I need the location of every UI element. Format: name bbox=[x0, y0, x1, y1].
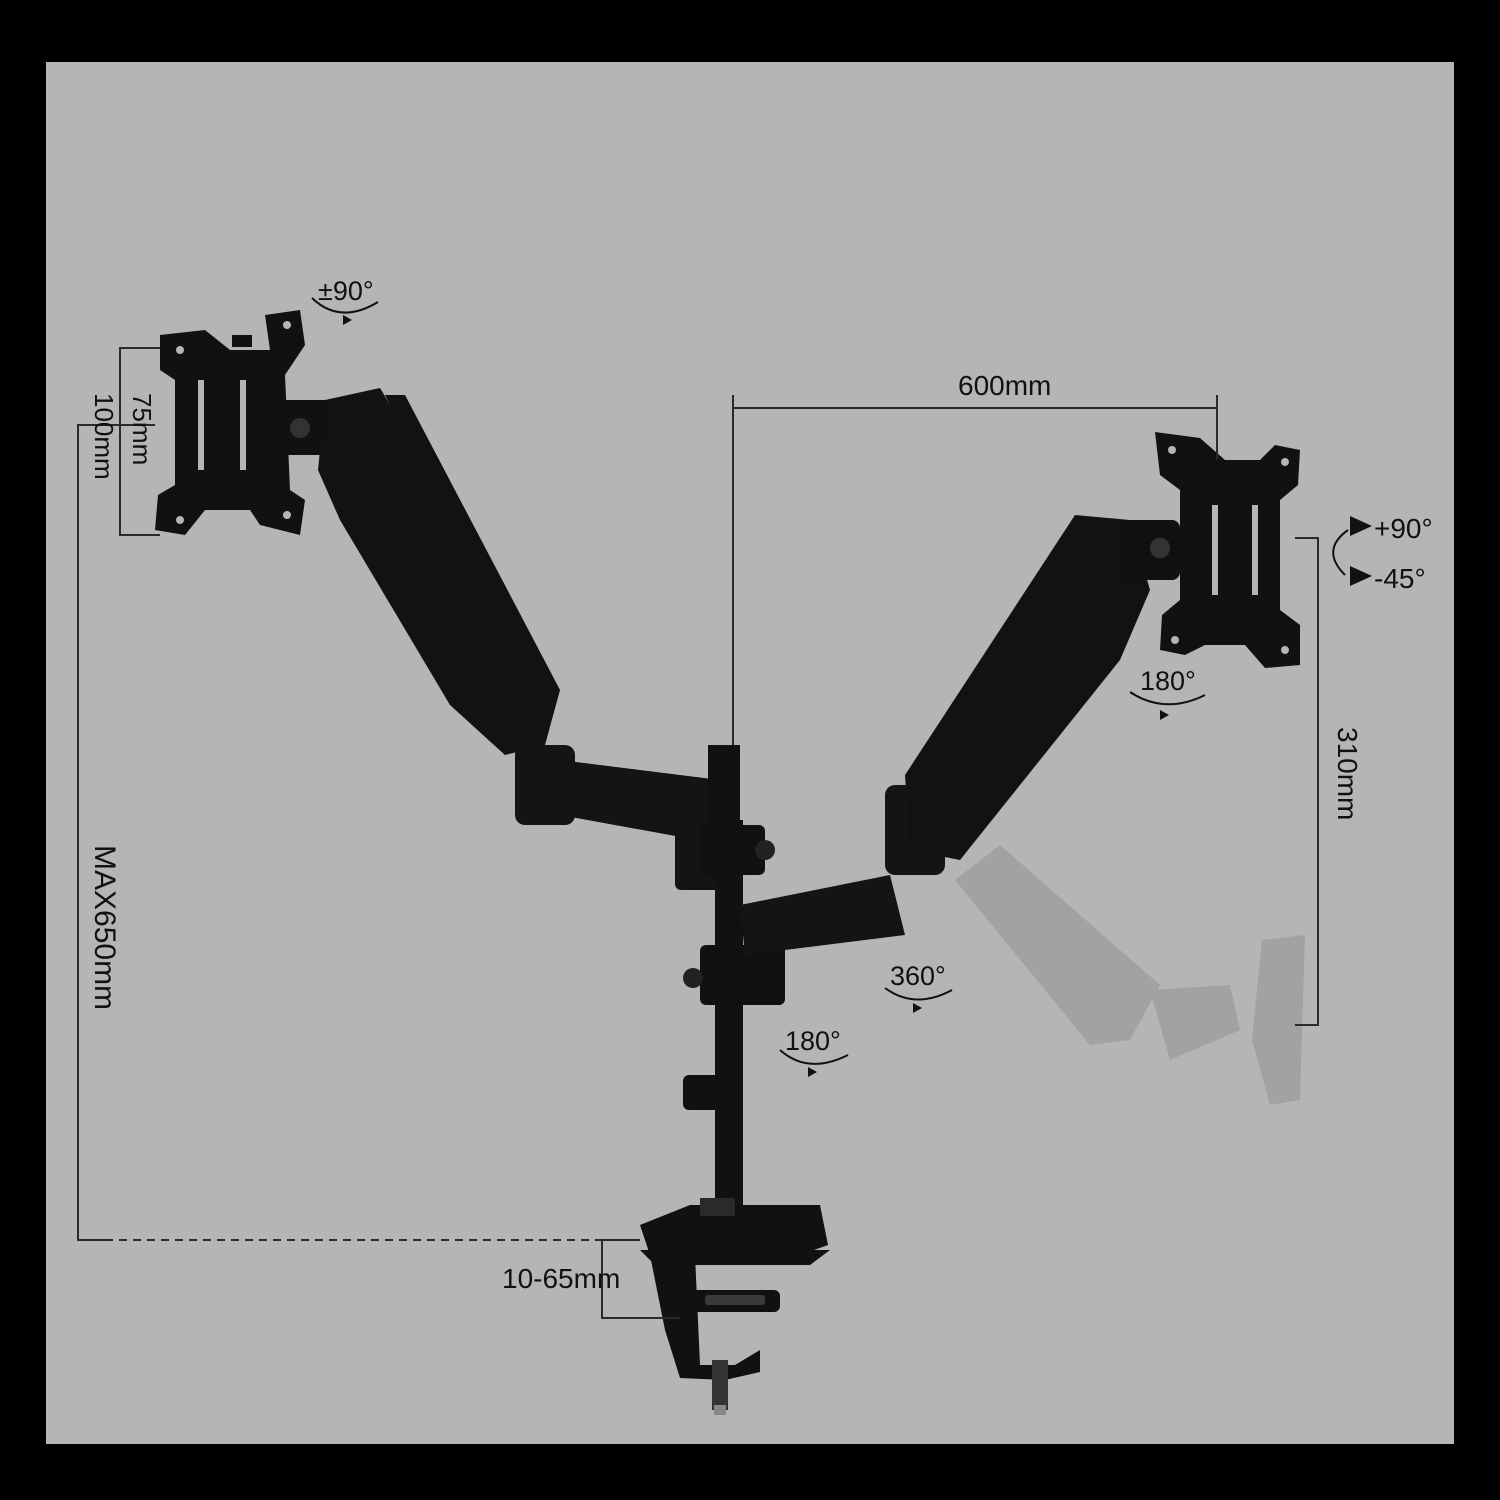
center-pole bbox=[683, 745, 785, 1210]
right-head-swivel-label: 180° bbox=[1140, 666, 1196, 696]
left-vesa-plate bbox=[155, 310, 305, 535]
max-height-label: MAX650mm bbox=[88, 845, 121, 1010]
desk-clamp bbox=[640, 1198, 830, 1415]
right-vesa-plate bbox=[1155, 432, 1300, 668]
left-upper-arm bbox=[318, 388, 560, 755]
vesa-large-label: 100mm bbox=[89, 393, 119, 480]
rotation-arrowheads bbox=[343, 315, 1169, 1077]
dimension-lines bbox=[77, 347, 1319, 1319]
arm-span-label: 600mm bbox=[958, 370, 1051, 401]
clamp-range-label: 10-65mm bbox=[502, 1263, 620, 1294]
right-tilt-up-label: +90° bbox=[1374, 513, 1433, 544]
ghost-arm bbox=[955, 845, 1305, 1105]
left-vesa-holes bbox=[176, 321, 291, 524]
vesa-small-label: 75mm bbox=[127, 393, 157, 465]
elbow-swivel-label: 360° bbox=[890, 961, 946, 991]
tilt-arrow-icon bbox=[1332, 516, 1372, 586]
right-tilt-down-label: -45° bbox=[1374, 563, 1426, 594]
left-head-rotation-label: ±90° bbox=[318, 276, 374, 306]
right-vesa-holes bbox=[1168, 446, 1289, 654]
right-tilt-joint bbox=[1120, 520, 1180, 580]
rotation-arrow-icon bbox=[311, 297, 1206, 1065]
base-swivel-label: 180° bbox=[785, 1026, 841, 1056]
height-range-label: 310mm bbox=[1332, 727, 1363, 820]
left-tilt-joint bbox=[275, 400, 335, 455]
